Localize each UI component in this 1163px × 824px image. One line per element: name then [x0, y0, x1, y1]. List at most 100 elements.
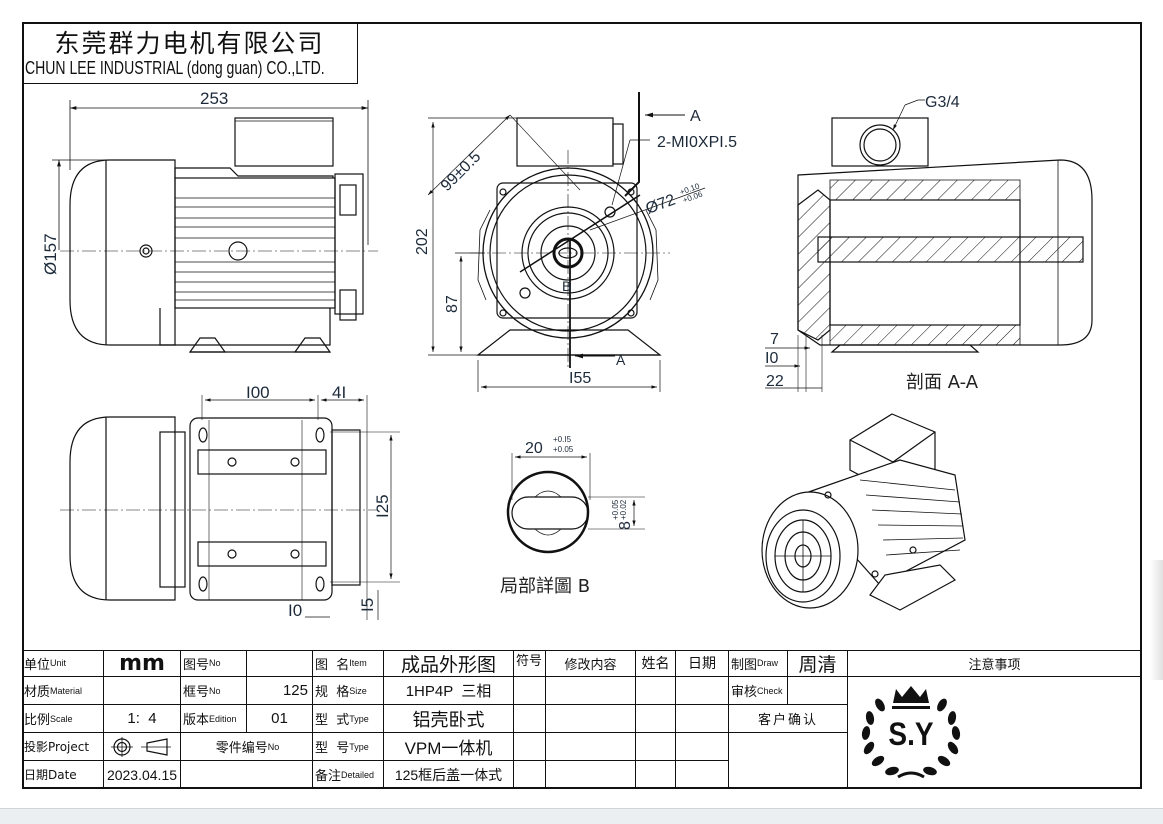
rev-cell — [676, 677, 729, 705]
rev-cell — [546, 677, 636, 705]
company-name-en: CHUN LEE INDUSTRIAL (dong guan) CO.,LTD. — [25, 58, 325, 78]
remark-value: 125框后盖一体式 — [394, 766, 503, 783]
rev-name-header: 姓名 — [636, 650, 676, 677]
size-value-cell: 1HP4P 三相 — [384, 677, 514, 705]
detail-width: 20 — [525, 440, 543, 457]
check-label-en: Check — [757, 685, 783, 696]
frame-no-value-cell: 125 — [247, 677, 313, 705]
date-value-cell: 2023.04.15 — [104, 761, 181, 789]
dim-15: I5 — [358, 598, 377, 612]
rev-cell — [514, 677, 546, 705]
rev-cell — [676, 733, 729, 761]
dim-shaft-height: 87 — [444, 295, 461, 313]
draw-label: 制图 — [731, 657, 758, 673]
rev-cell — [636, 761, 676, 789]
type-value: 铝壳卧式 — [412, 709, 485, 731]
dim-hole-spacing-width: I25 — [373, 494, 392, 518]
date-label-cell: 日期Date — [22, 761, 104, 789]
rev-cell — [546, 733, 636, 761]
scale-value: 1: 4 — [127, 710, 157, 727]
item-value-cell: 成品外形图 — [384, 650, 514, 677]
company-logo: S.Y — [861, 685, 961, 778]
rev-cell — [636, 705, 676, 733]
rev-date-label: 日期 — [688, 655, 716, 671]
dim-41: 4I — [332, 383, 346, 402]
material-label-en: Material — [50, 685, 83, 696]
model-value-cell: VPM一体机 — [384, 733, 514, 761]
rev-symbol-label: 符号 — [516, 654, 543, 669]
scale-label-en: Scale — [50, 713, 73, 724]
scale-value-cell: 1: 4 — [104, 705, 181, 733]
section-marker-a-bottom: A — [616, 352, 626, 368]
edition-label-en: Edition — [209, 713, 237, 724]
model-label: 型 号 — [315, 741, 350, 756]
detail-width-tol-lower: +0.05 — [553, 445, 574, 454]
type-value-cell: 铝壳卧式 — [384, 705, 514, 733]
remark-value-cell: 125框后盖一体式 — [384, 761, 514, 789]
item-label: 图 名 — [315, 657, 350, 673]
thread-callout: 2-MI0XPI.5 — [657, 134, 737, 151]
check-label: 审核 — [731, 685, 758, 700]
customer-confirm-cell: 客户确认 — [729, 705, 848, 733]
rev-symbol-header: 符号 — [514, 650, 546, 677]
isometric-view — [761, 413, 966, 611]
detail-width-tol-upper: +0.I5 — [553, 435, 572, 444]
detail-slot-tol-upper: +0.05 — [611, 499, 620, 520]
rev-cell — [676, 705, 729, 733]
unit-label-en: Unit — [50, 658, 67, 668]
rev-cell — [676, 761, 729, 789]
edition-value-cell: 01 — [247, 705, 313, 733]
dim-diameter: Ø157 — [41, 233, 60, 275]
dim-7: 7 — [770, 331, 779, 348]
detail-b-view — [506, 453, 645, 554]
frame-no-value: 125 — [282, 682, 308, 699]
material-value-cell — [104, 677, 181, 705]
notes-header: 注意事项 — [968, 656, 1021, 672]
top-view — [60, 395, 400, 620]
remark-label-en: Detailed — [341, 769, 375, 780]
type-label-en: Type — [349, 713, 369, 724]
frame-no-label: 框号 — [183, 685, 210, 700]
type-label: 型 式 — [315, 713, 350, 728]
dim-10: I0 — [765, 350, 778, 367]
draw-value-cell: 周清 — [788, 650, 848, 677]
detail-marker-b: B — [562, 278, 571, 294]
part-no-label: 零件编号 — [215, 741, 268, 756]
part-no-label-en: No — [267, 741, 280, 752]
item-value: 成品外形图 — [400, 653, 496, 676]
date-value: 2023.04.15 — [106, 766, 178, 783]
rev-cell — [636, 677, 676, 705]
size-value: 1HP4P 三相 — [405, 683, 492, 700]
rev-name-label: 姓名 — [641, 655, 670, 671]
material-label: 材质 — [24, 685, 51, 700]
projection-symbol-cell — [104, 733, 181, 761]
rev-cell — [546, 761, 636, 789]
edition-value: 01 — [271, 710, 288, 727]
rev-cell — [514, 705, 546, 733]
edition-label: 版本 — [183, 713, 210, 728]
section-title: 剖面 A-A — [906, 372, 979, 393]
remark-label: 备注 — [315, 769, 342, 784]
size-label: 规 格 — [315, 685, 350, 700]
section-marker-a-top: A — [690, 108, 701, 125]
drawing-no-value-cell — [247, 650, 313, 677]
viewer-edge-shadow — [1150, 560, 1163, 680]
project-label: 投影Project — [24, 740, 90, 754]
title-block-top-rule — [22, 650, 1142, 651]
rev-cell — [514, 733, 546, 761]
date-label: 日期Date — [24, 768, 77, 782]
part-no-value-cell — [181, 761, 313, 789]
